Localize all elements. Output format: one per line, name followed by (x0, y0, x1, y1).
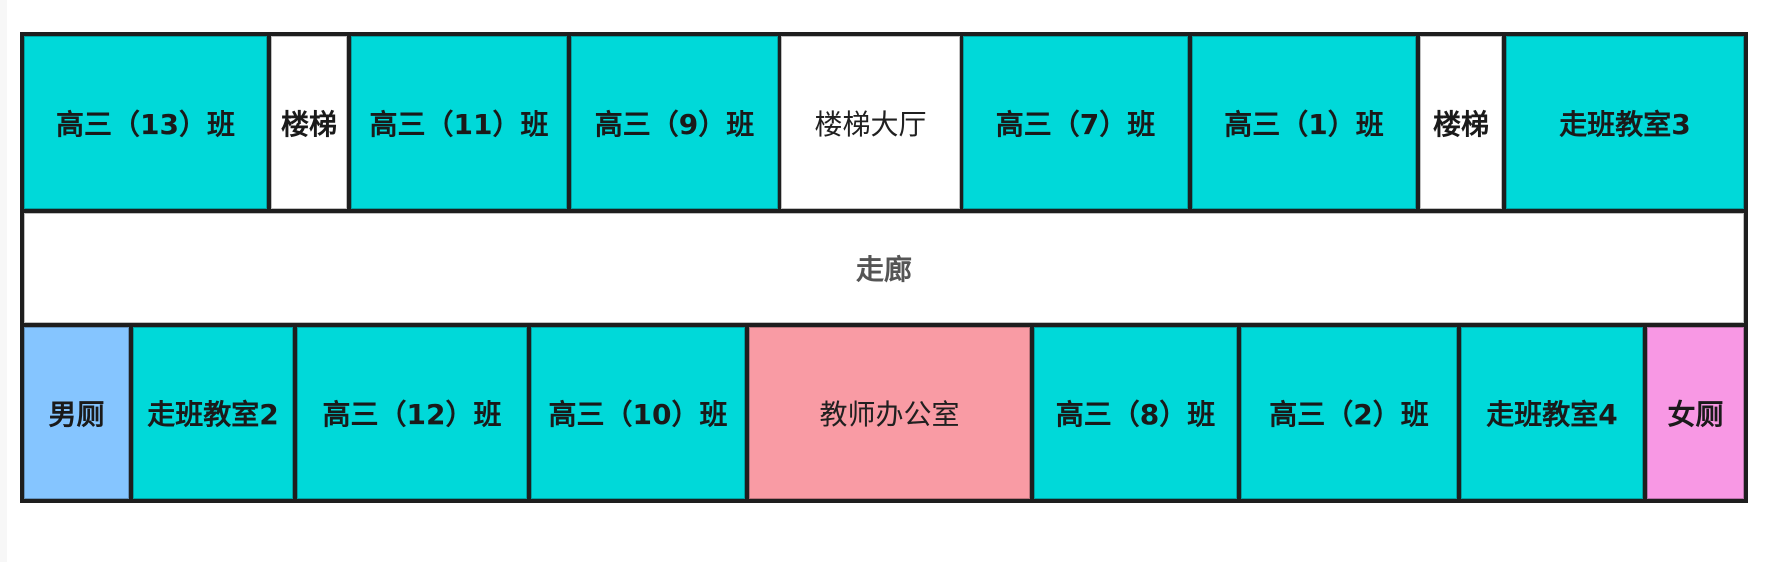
floor-plan: 高三（13）班 楼梯 高三（11）班 高三（9）班 楼梯大厅 高三（7）班 高三… (20, 32, 1748, 503)
elective-classroom-3: 走班教室3 (1506, 36, 1744, 209)
room-class-9: 高三（9）班 (571, 36, 778, 209)
mens-restroom: 男厕 (24, 327, 129, 499)
elective-classroom-2: 走班教室2 (133, 327, 293, 499)
stairs-left: 楼梯 (271, 36, 347, 209)
room-class-2: 高三（2）班 (1241, 327, 1457, 499)
stairs-right: 楼梯 (1420, 36, 1502, 209)
room-class-7: 高三（7）班 (963, 36, 1188, 209)
left-edge-strip (0, 0, 7, 562)
elective-classroom-4: 走班教室4 (1461, 327, 1643, 499)
room-class-10: 高三（10）班 (531, 327, 745, 499)
womens-restroom: 女厕 (1647, 327, 1744, 499)
room-class-8: 高三（8）班 (1034, 327, 1237, 499)
room-class-11: 高三（11）班 (351, 36, 567, 209)
stair-hall: 楼梯大厅 (781, 36, 960, 209)
room-class-13: 高三（13）班 (24, 36, 267, 209)
room-class-1: 高三（1）班 (1192, 36, 1416, 209)
corridor: 走廊 (24, 213, 1744, 323)
room-class-12: 高三（12）班 (297, 327, 527, 499)
teacher-office: 教师办公室 (749, 327, 1030, 499)
